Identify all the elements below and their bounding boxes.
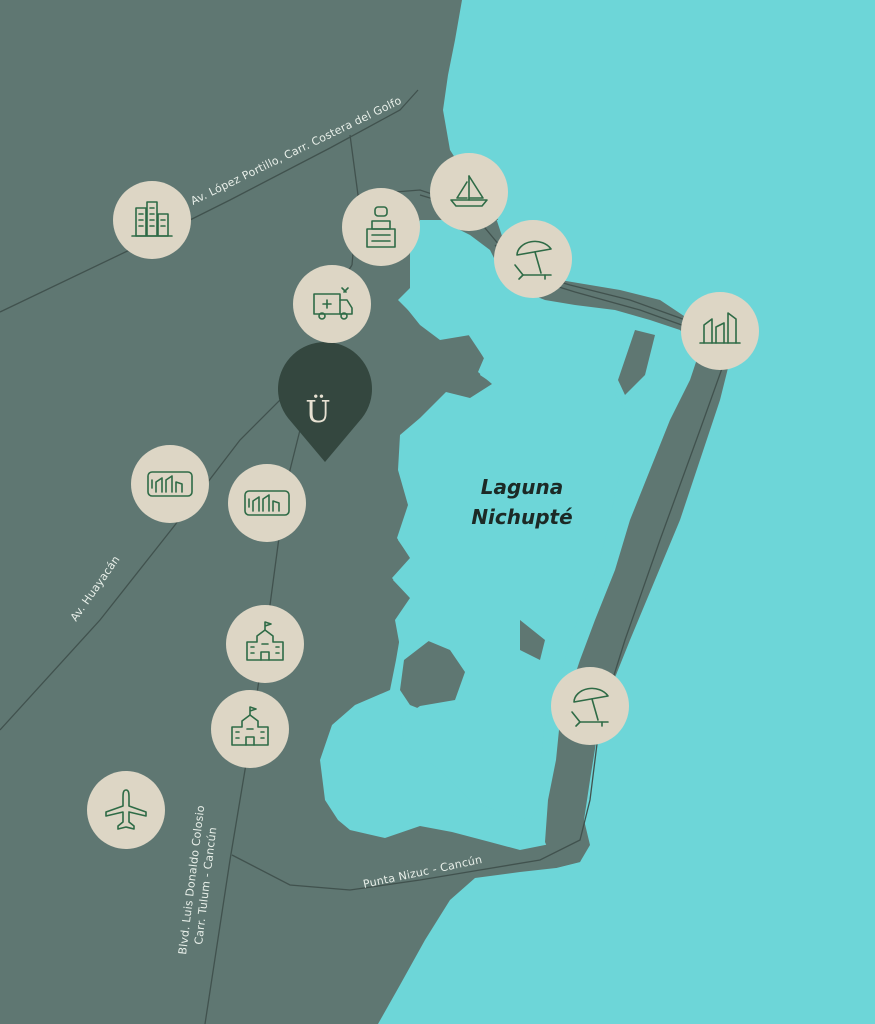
road-lopez-portillo [0, 89, 419, 313]
mall-west-marker[interactable] [131, 445, 209, 523]
lagoon-islet [520, 620, 545, 660]
mall-center-marker[interactable] [228, 464, 306, 542]
sailboat-marker[interactable] [430, 153, 508, 231]
location-pin-icon [277, 342, 372, 462]
beach-north-marker[interactable] [494, 220, 572, 298]
road-punta-nizuc [231, 359, 726, 891]
buildings-nw-marker[interactable] [113, 181, 191, 259]
airplane-icon [105, 789, 147, 830]
reception-desk-icon [366, 206, 396, 248]
school-icon [231, 706, 269, 746]
school-2-marker[interactable] [211, 690, 289, 768]
beach-south-marker[interactable] [551, 667, 629, 745]
beach-umbrella-icon [571, 687, 609, 727]
school-1-marker[interactable] [226, 605, 304, 683]
buildings-icon [699, 312, 741, 344]
buildings-icon [131, 201, 173, 237]
lagoon [392, 250, 640, 820]
beach-umbrella-icon [514, 240, 552, 280]
reception-marker[interactable] [342, 188, 420, 266]
ambulance-icon [313, 287, 353, 320]
ambulance-marker[interactable] [293, 265, 371, 343]
pin-letter: Ü [305, 394, 330, 430]
school-icon [246, 621, 284, 661]
location-pin-marker[interactable]: Ü [277, 342, 372, 462]
shopping-center-icon [147, 471, 193, 497]
buildings-east-marker[interactable] [681, 292, 759, 370]
sailboat-icon [450, 175, 488, 207]
shopping-center-icon [244, 490, 290, 516]
lagoon-label-line1: Laguna [481, 475, 564, 499]
hotel-zone-spur [618, 330, 655, 395]
lagoon-label-line2: Nichupté [471, 505, 572, 529]
airport-marker[interactable] [87, 771, 165, 849]
